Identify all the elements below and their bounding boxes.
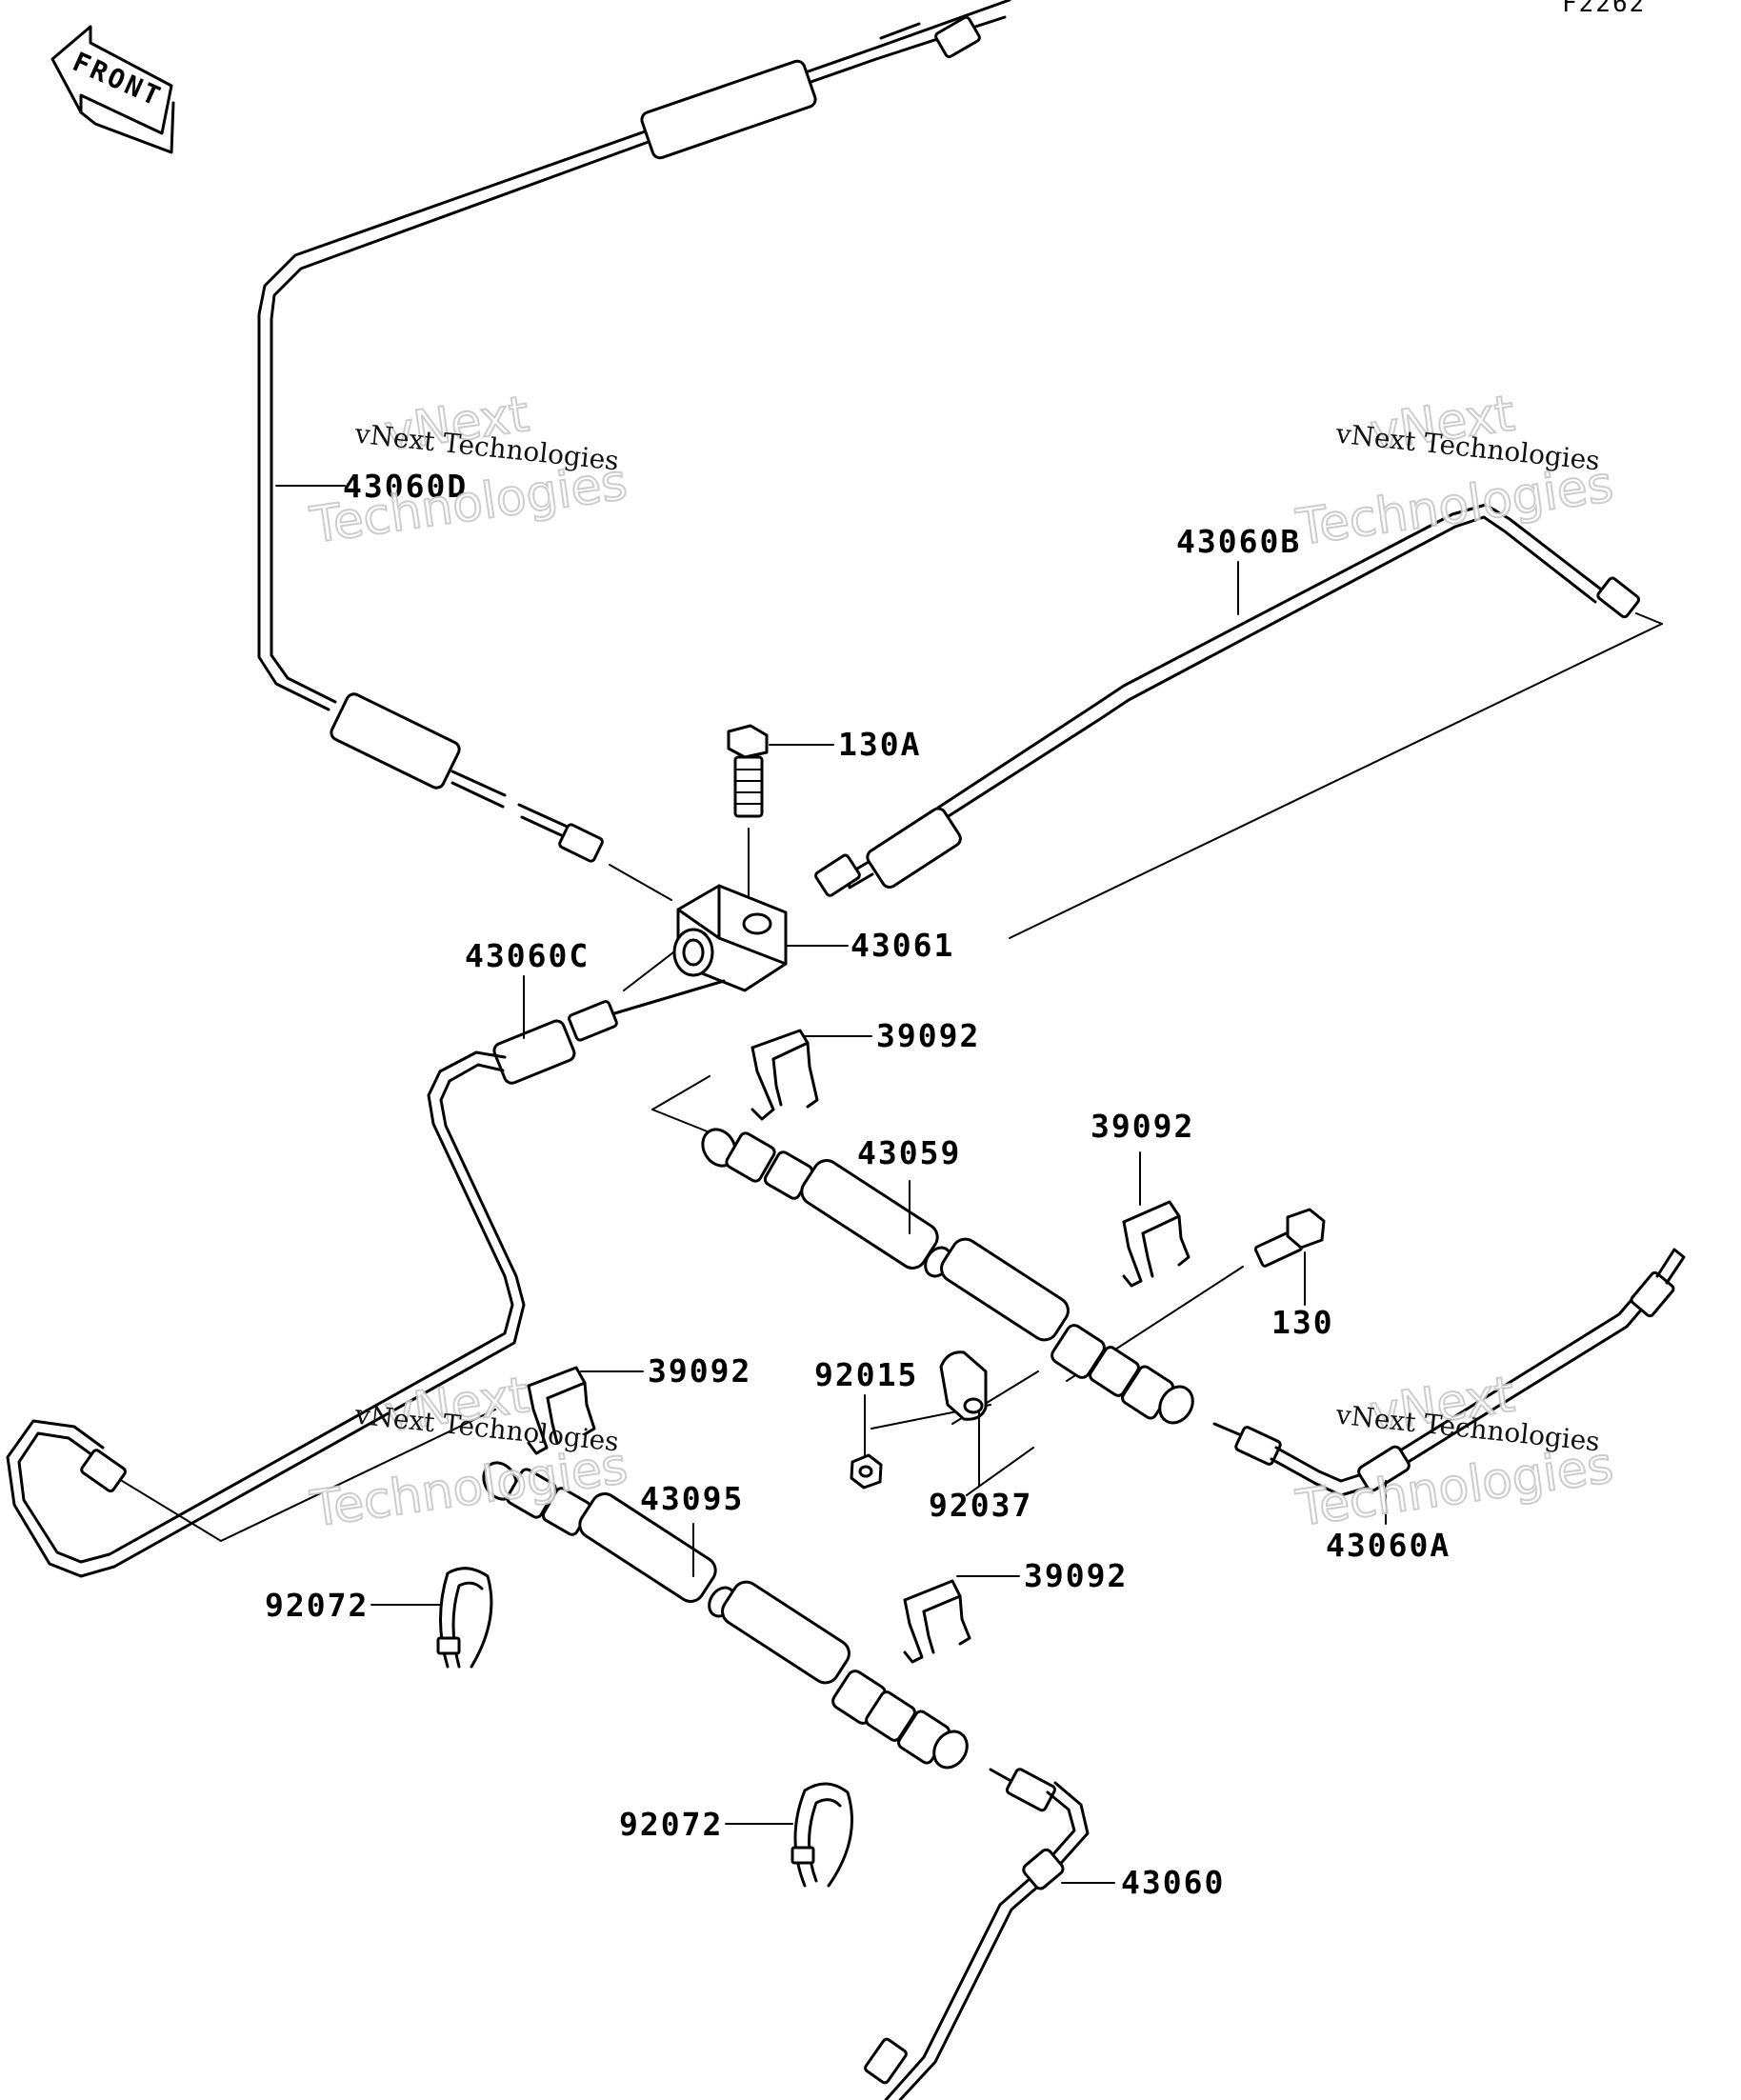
label-43060C: 43060C bbox=[465, 937, 590, 974]
nut-92015 bbox=[850, 1453, 883, 1490]
label-39092-upper: 39092 bbox=[876, 1017, 980, 1054]
band-92072-upper bbox=[436, 1567, 493, 1669]
label-43095: 43095 bbox=[640, 1480, 744, 1517]
clip-39092-left bbox=[527, 1366, 596, 1455]
label-92037: 92037 bbox=[929, 1487, 1032, 1524]
brake-joint-43061 bbox=[672, 884, 788, 992]
clip-39092-lower bbox=[903, 1579, 971, 1664]
figure-code: F2262 bbox=[1562, 0, 1646, 18]
bolt-130 bbox=[1253, 1208, 1326, 1268]
label-43060A: 43060A bbox=[1326, 1527, 1451, 1564]
brake-pipe-43060C bbox=[6, 979, 726, 1578]
label-39092-lower: 39092 bbox=[1024, 1557, 1128, 1594]
label-43059: 43059 bbox=[857, 1134, 961, 1171]
clip-39092-upper bbox=[750, 1029, 819, 1121]
label-92015: 92015 bbox=[814, 1356, 918, 1393]
label-39092-mid: 39092 bbox=[1091, 1108, 1194, 1145]
label-39092-left: 39092 bbox=[648, 1352, 751, 1390]
label-130: 130 bbox=[1271, 1304, 1334, 1341]
label-92072-lower: 92072 bbox=[619, 1806, 723, 1843]
label-43060B: 43060B bbox=[1176, 523, 1301, 560]
brake-pipe-43060B bbox=[814, 503, 1641, 897]
clamp-92037 bbox=[939, 1350, 988, 1421]
brake-pipe-43060 bbox=[864, 1768, 1090, 2100]
brake-hose-43095 bbox=[482, 1461, 969, 1770]
brake-pipe-43060D bbox=[257, 0, 1011, 863]
band-92072-lower bbox=[790, 1782, 853, 1888]
brake-hose-43059 bbox=[701, 1128, 1194, 1425]
label-43060: 43060 bbox=[1121, 1864, 1225, 1901]
front-arrow-icon: FRONT bbox=[50, 25, 175, 154]
label-43061: 43061 bbox=[850, 927, 954, 964]
label-43060D: 43060D bbox=[343, 468, 468, 505]
label-130A: 130A bbox=[838, 726, 921, 763]
brake-pipe-43060A bbox=[1212, 1248, 1686, 1497]
label-92072-upper: 92072 bbox=[265, 1587, 369, 1624]
bolt-130A bbox=[727, 724, 769, 915]
clip-39092-mid bbox=[1122, 1200, 1191, 1288]
